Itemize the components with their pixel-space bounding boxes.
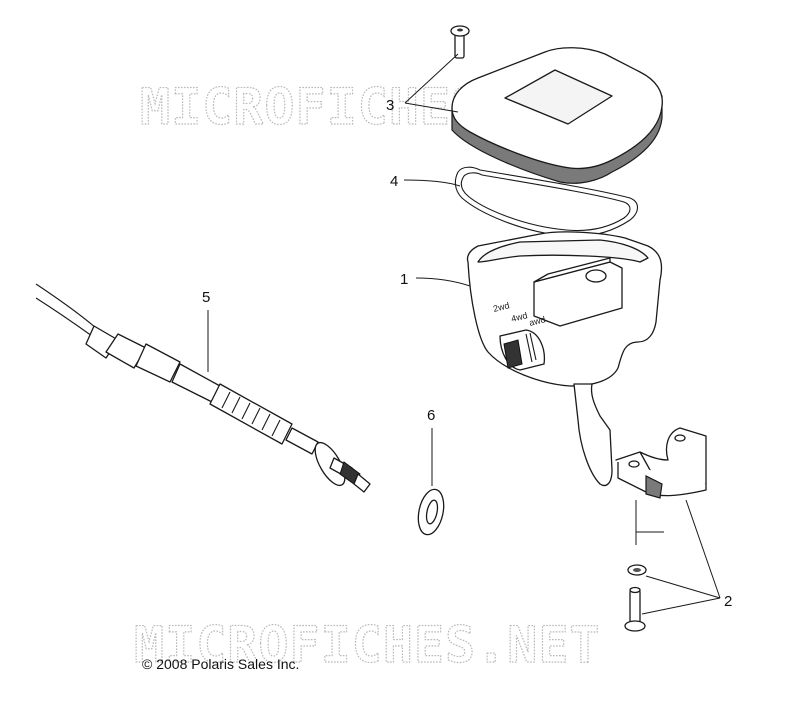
washer: [417, 488, 445, 536]
callout-4: 4: [390, 173, 398, 190]
lock-washer: [627, 564, 647, 576]
copyright-notice: © 2008 Polaris Sales Inc.: [142, 656, 300, 672]
callout-2: 2: [724, 593, 732, 610]
switch-cover: [451, 47, 663, 184]
throttle-cable: [35, 283, 371, 493]
handlebar-clamp: [615, 427, 707, 499]
mark-awd: awd: [528, 314, 546, 328]
switch-housing: 2wd 4wd awd: [466, 231, 663, 487]
leader-3: [404, 53, 459, 113]
leader-2: [635, 499, 721, 615]
mark-4wd: 4wd: [510, 310, 528, 324]
leader-4: [403, 179, 461, 187]
callout-3: 3: [386, 97, 394, 114]
clamp-bolt: [624, 586, 646, 632]
callout-6: 6: [427, 407, 435, 424]
callout-1: 1: [400, 271, 408, 288]
leader-1: [415, 277, 471, 287]
mark-2wd: 2wd: [492, 300, 510, 314]
callout-5: 5: [202, 289, 210, 306]
cover-gasket: [454, 166, 639, 237]
cover-screw: [450, 25, 470, 59]
watermark-bottom: MICROFICHES.NET: [134, 616, 601, 674]
